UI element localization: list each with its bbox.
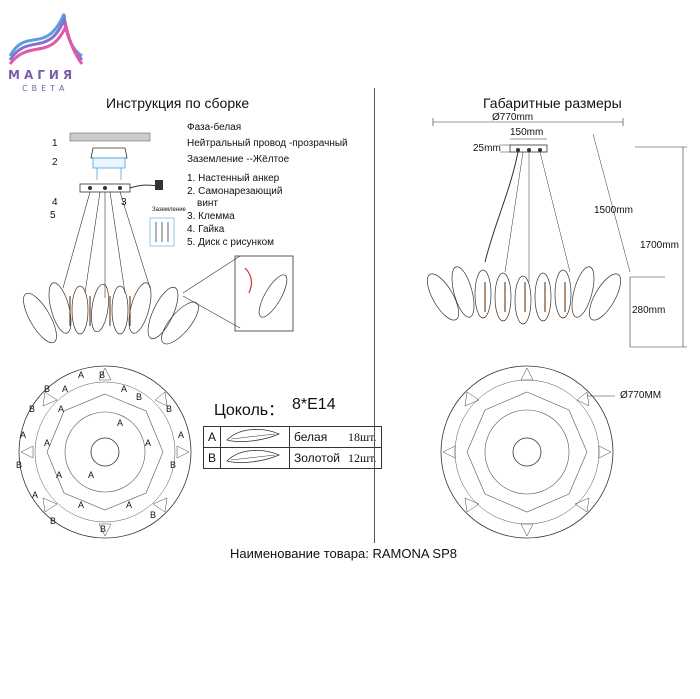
dim-width: Ø770mm xyxy=(492,112,534,123)
marker-b: B xyxy=(44,384,51,394)
marker-a: A xyxy=(62,384,69,394)
table-row: A белая 18шт. xyxy=(202,426,382,448)
logo-line2: СВЕТА xyxy=(22,84,69,93)
part-4: 4. Гайка xyxy=(187,224,225,235)
marker-b: B xyxy=(150,510,157,520)
marker-a: A xyxy=(145,438,152,448)
row-key: B xyxy=(202,447,222,469)
logo-waves-icon xyxy=(8,13,84,65)
base-label: Цоколь： xyxy=(214,402,285,419)
top-view-right xyxy=(440,365,615,539)
marker-a: A xyxy=(117,418,124,428)
row-name: Золотой xyxy=(289,447,344,469)
marker-b: B xyxy=(16,460,23,470)
wire-ground: Заземление --Жёлтое xyxy=(187,154,290,165)
marker-a: A xyxy=(178,430,185,440)
leaf-icon xyxy=(220,447,291,469)
dim-canopy: 150mm xyxy=(510,127,544,138)
marker-a: A xyxy=(126,500,133,510)
marker-b: B xyxy=(99,370,106,380)
marker-b: B xyxy=(29,404,36,414)
part-1: 1. Настенный анкер xyxy=(187,173,280,184)
base-value: 8*E14 xyxy=(292,396,336,413)
marker-b: B xyxy=(136,392,143,402)
top-view-left xyxy=(18,365,192,539)
assembly-title: Инструкция по сборке xyxy=(106,95,250,111)
dimensions-title: Габаритные размеры xyxy=(483,95,622,111)
part-2: 2. Самонарезающий xyxy=(187,186,283,197)
row-qty: 18шт. xyxy=(343,426,382,448)
marker-b: B xyxy=(170,460,177,470)
part-5: 5. Диск с рисунком xyxy=(187,237,275,248)
marker-a: A xyxy=(20,430,27,440)
callout-4: 4 xyxy=(52,197,58,208)
dim-canopy-h: 25mm xyxy=(473,143,501,154)
dim-diameter: Ø770MM xyxy=(620,390,662,401)
dim-cable: 1500mm xyxy=(594,205,633,216)
callout-5: 5 xyxy=(50,210,56,221)
marker-b: B xyxy=(166,404,173,414)
marker-a: A xyxy=(58,404,65,414)
marker-b: B xyxy=(100,524,107,534)
callout-2: 2 xyxy=(52,157,58,168)
dim-body: 280mm xyxy=(632,305,666,316)
row-name: белая xyxy=(289,426,344,448)
divider xyxy=(374,88,375,543)
row-key: A xyxy=(202,426,222,448)
marker-a: A xyxy=(88,470,95,480)
callout-1: 1 xyxy=(52,138,58,149)
marker-b: B xyxy=(50,516,57,526)
wire-phase: Фаза-белая xyxy=(187,122,242,133)
logo: МАГИЯ СВЕТА xyxy=(6,6,86,96)
logo-line1: МАГИЯ xyxy=(8,68,77,82)
leaf-icon xyxy=(220,426,291,448)
row-qty: 12шт. xyxy=(343,447,382,469)
marker-a: A xyxy=(32,490,39,500)
assembly-drawing xyxy=(23,132,294,345)
marker-a: A xyxy=(78,370,85,380)
side-view xyxy=(427,118,687,348)
marker-a: A xyxy=(56,470,63,480)
part-3: 3. Клемма xyxy=(187,211,235,222)
product-name: Наименование товара: RAMONA SP8 xyxy=(230,546,457,561)
marker-a: A xyxy=(121,384,128,394)
leaf-table: A белая 18шт. B Золотой 12шт. xyxy=(202,426,382,469)
part-2-cont: винт xyxy=(197,198,219,209)
marker-a: A xyxy=(44,438,51,448)
dim-total: 1700mm xyxy=(640,240,679,251)
table-row: B Золотой 12шт. xyxy=(202,447,382,469)
callout-3: 3 xyxy=(121,197,127,208)
marker-a: A xyxy=(78,500,85,510)
ground-label: Заземление xyxy=(152,207,186,213)
wire-neutral: Нейтральный провод -прозрачный xyxy=(187,138,348,149)
